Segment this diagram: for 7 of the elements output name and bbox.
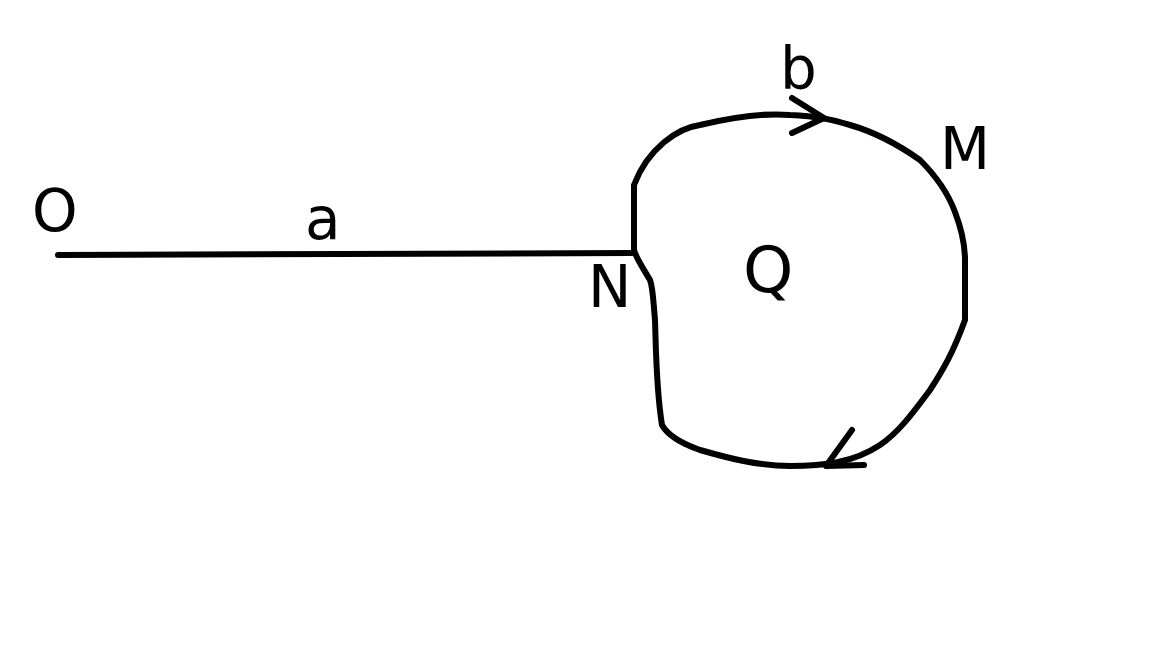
- point-label: O: [32, 182, 78, 240]
- point-label: M: [940, 120, 991, 178]
- point-label: N: [588, 258, 632, 316]
- line-segment: [55, 250, 635, 258]
- edge-label: a: [305, 190, 341, 248]
- point-label: b: [780, 40, 817, 98]
- region-label: Q: [743, 238, 794, 302]
